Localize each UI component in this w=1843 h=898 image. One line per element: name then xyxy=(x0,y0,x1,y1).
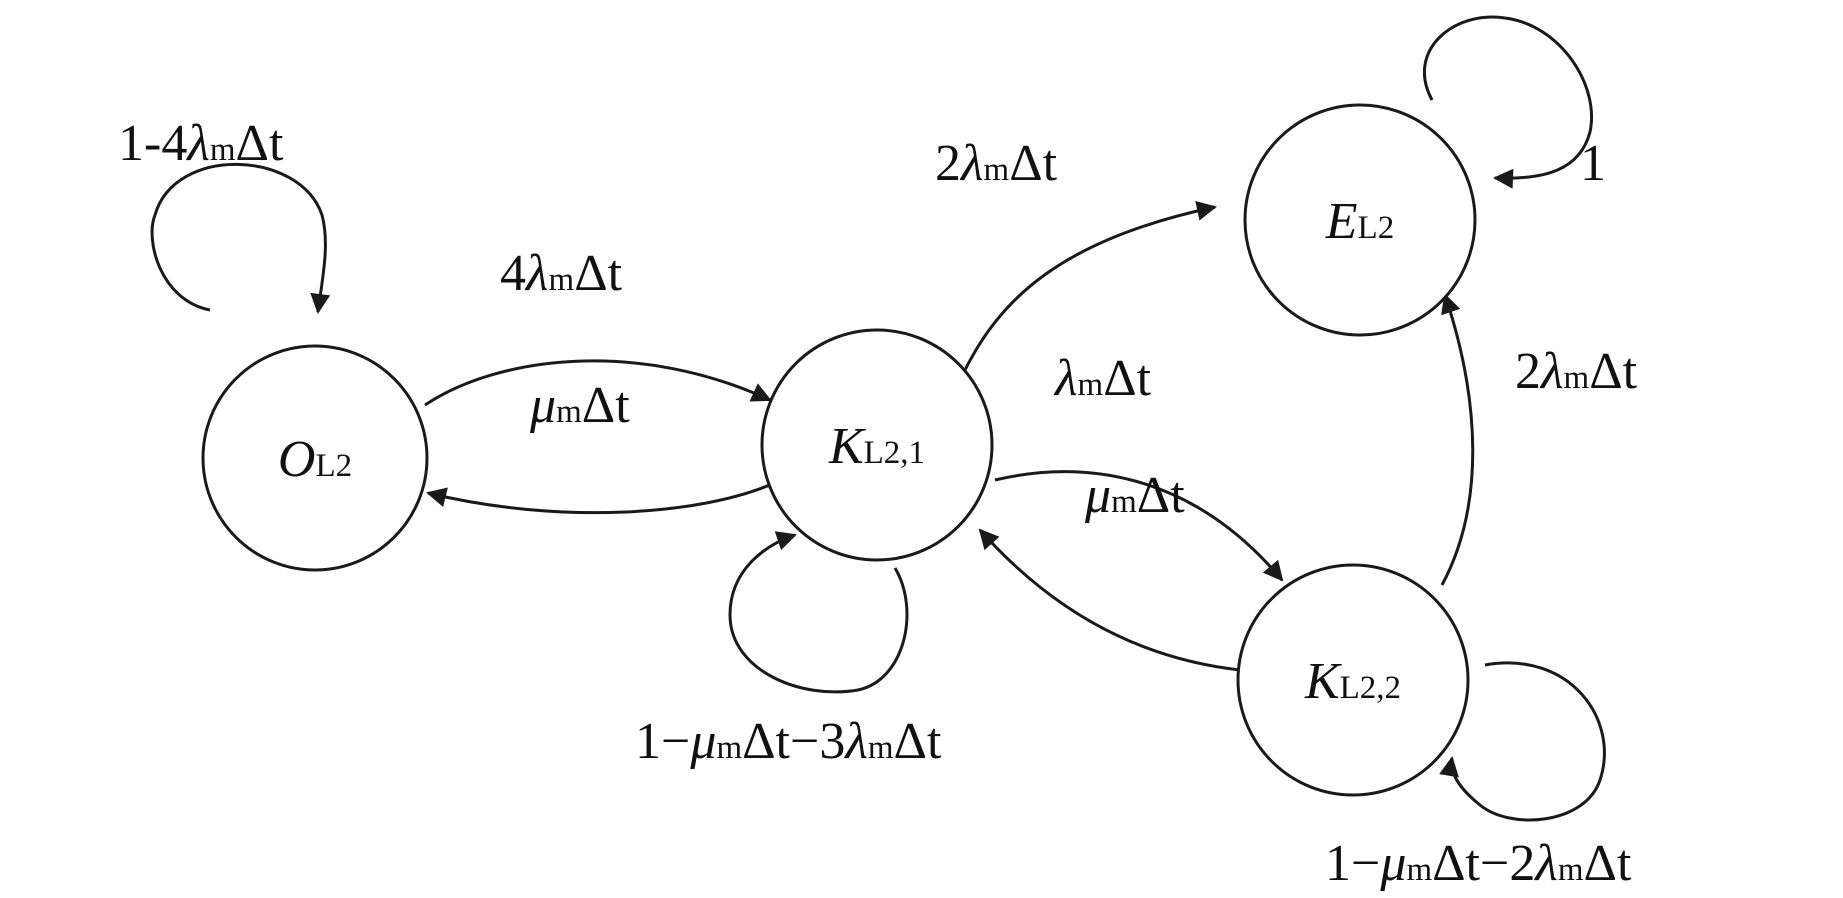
state-k-l22: KL2,2 xyxy=(1236,563,1470,797)
svg-text:KL2,1: KL2,1 xyxy=(828,418,925,475)
svg-text:OL2: OL2 xyxy=(278,431,352,488)
edge-o-self-loop xyxy=(150,162,331,314)
edge-k2-to-k1 xyxy=(978,528,1241,672)
label-k2-self: 1−μmΔt−2λmΔt xyxy=(1325,835,1632,892)
state-k-l22-sub: L2,2 xyxy=(1340,670,1401,706)
label-k1-self: 1−μmΔt−3λmΔt xyxy=(635,713,942,770)
label-e-self: 1 xyxy=(1580,135,1606,192)
state-e-l2-sub: L2 xyxy=(1358,210,1395,246)
state-k-l21-main: K xyxy=(828,418,866,475)
label-o-self: 1-4λmΔt xyxy=(118,115,284,172)
edge-k2-self-loop xyxy=(1439,661,1606,822)
edge-k1-to-e xyxy=(963,200,1217,371)
svg-text:EL2: EL2 xyxy=(1325,193,1394,250)
svg-text:KL2,2: KL2,2 xyxy=(1304,653,1401,710)
label-k2-to-k1: μmΔt xyxy=(1084,467,1185,524)
state-k-l22-main: K xyxy=(1304,653,1342,710)
edge-k2-to-e xyxy=(1440,293,1475,586)
label-k2-to-e: 2λmΔt xyxy=(1515,343,1638,400)
state-e-l2: EL2 xyxy=(1243,103,1477,337)
label-k1-to-k2: λmΔt xyxy=(1053,350,1152,407)
edge-o-to-k1 xyxy=(424,359,772,407)
state-o-l2-main: O xyxy=(278,431,316,488)
state-o-l2-sub: L2 xyxy=(315,448,352,484)
label-k1-to-e: 2λmΔt xyxy=(935,135,1058,192)
state-k-l21-sub: L2,1 xyxy=(864,435,925,471)
edge-k1-self-loop xyxy=(728,531,909,694)
label-o-to-k1: 4λmΔt xyxy=(500,245,623,302)
edge-e-self-loop xyxy=(1422,15,1593,189)
label-k1-to-o: μmΔt xyxy=(529,377,630,434)
state-e-l2-main: E xyxy=(1325,193,1358,250)
edge-k1-to-k2 xyxy=(994,470,1284,582)
state-o-l2: OL2 xyxy=(201,344,429,572)
edge-k1-to-o xyxy=(426,482,773,515)
state-k-l21: KL2,1 xyxy=(760,328,994,562)
